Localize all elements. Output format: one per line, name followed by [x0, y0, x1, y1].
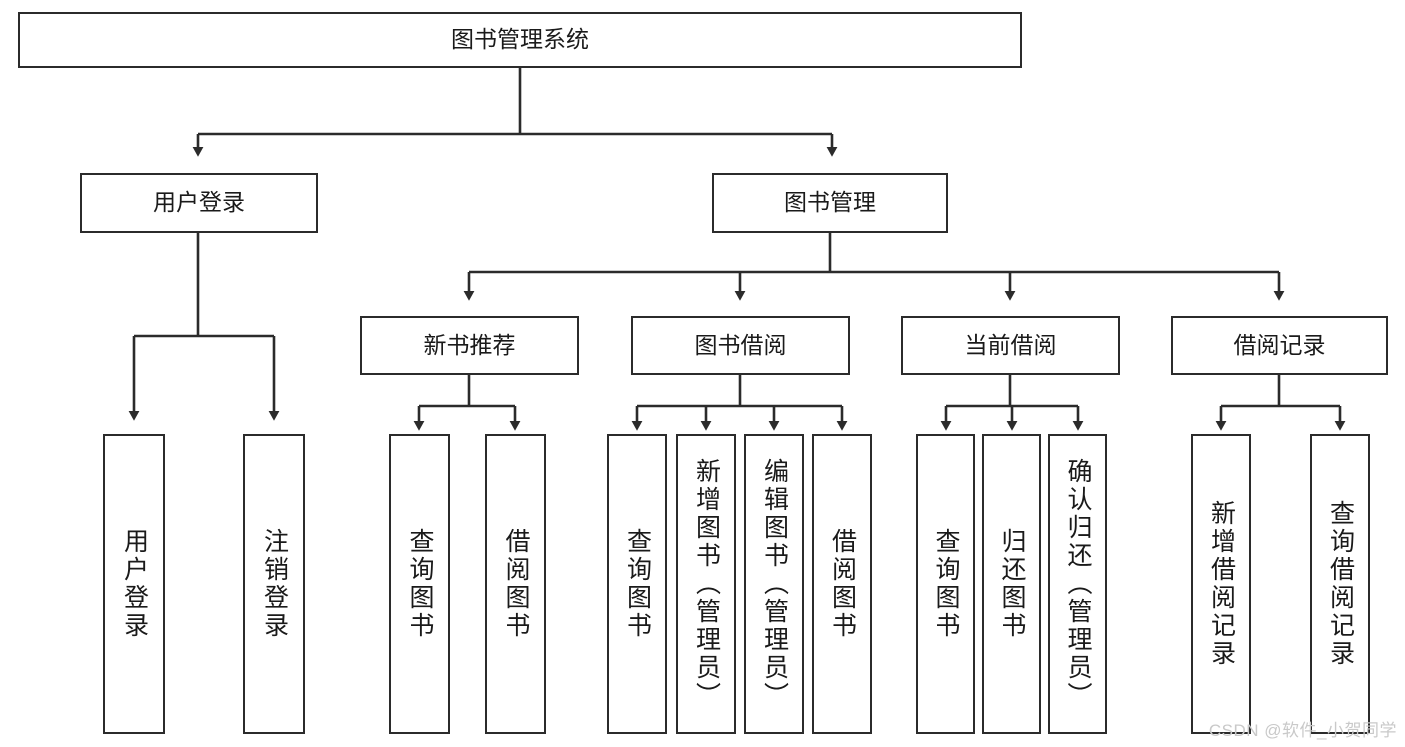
leaf-user-login-signout-label: 注销登录: [260, 528, 289, 640]
leaf-new-book-query[interactable]: 查询图书: [389, 434, 450, 734]
node-borrow-record-label: 借阅记录: [1233, 331, 1326, 358]
leaf-borrow-add-book[interactable]: 新增图书（管理员）: [676, 434, 736, 734]
leaf-borrow-query-book[interactable]: 查询图书: [607, 434, 667, 734]
node-book-borrow[interactable]: 图书借阅: [631, 316, 850, 375]
leaf-current-confirm-return-label: 确认归还（管理员）: [1064, 458, 1092, 710]
leaf-borrow-borrow-book[interactable]: 借阅图书: [812, 434, 872, 734]
leaf-borrow-query-book-label: 查询图书: [623, 528, 652, 640]
leaf-record-add-label: 新增借阅记录: [1207, 500, 1236, 668]
node-current-borrow[interactable]: 当前借阅: [901, 316, 1120, 375]
leaf-user-login-signin-label: 用户登录: [120, 528, 149, 640]
leaf-new-book-borrow-label: 借阅图书: [502, 528, 530, 640]
leaf-record-query[interactable]: 查询借阅记录: [1310, 434, 1370, 734]
node-root[interactable]: 图书管理系统: [18, 12, 1022, 68]
leaf-current-query-book-label: 查询图书: [932, 528, 960, 640]
node-root-label: 图书管理系统: [451, 26, 589, 53]
watermark: CSDN @软件_小贺同学: [1208, 721, 1397, 740]
leaf-record-add[interactable]: 新增借阅记录: [1191, 434, 1251, 734]
leaf-borrow-edit-book[interactable]: 编辑图书（管理员）: [744, 434, 804, 734]
leaf-user-login-signin[interactable]: 用户登录: [103, 434, 165, 734]
leaf-new-book-borrow[interactable]: 借阅图书: [485, 434, 546, 734]
node-new-book-recommend-label: 新书推荐: [423, 331, 516, 358]
node-user-login[interactable]: 用户登录: [80, 173, 318, 233]
node-borrow-record[interactable]: 借阅记录: [1171, 316, 1388, 375]
leaf-user-login-signout[interactable]: 注销登录: [243, 434, 305, 734]
leaf-borrow-edit-book-label: 编辑图书（管理员）: [760, 458, 789, 710]
leaf-current-return-book[interactable]: 归还图书: [982, 434, 1041, 734]
leaf-new-book-query-label: 查询图书: [406, 528, 434, 640]
leaf-current-query-book[interactable]: 查询图书: [916, 434, 975, 734]
leaf-borrow-borrow-book-label: 借阅图书: [828, 528, 857, 640]
leaf-current-confirm-return[interactable]: 确认归还（管理员）: [1048, 434, 1107, 734]
node-book-management-label: 图书管理: [784, 189, 876, 216]
node-user-login-label: 用户登录: [153, 189, 245, 216]
leaf-record-query-label: 查询借阅记录: [1326, 500, 1355, 668]
node-new-book-recommend[interactable]: 新书推荐: [360, 316, 579, 375]
leaf-current-return-book-label: 归还图书: [998, 528, 1026, 640]
leaf-borrow-add-book-label: 新增图书（管理员）: [692, 458, 721, 710]
node-book-management[interactable]: 图书管理: [712, 173, 948, 233]
node-book-borrow-label: 图书借阅: [694, 331, 787, 358]
node-current-borrow-label: 当前借阅: [964, 331, 1057, 358]
